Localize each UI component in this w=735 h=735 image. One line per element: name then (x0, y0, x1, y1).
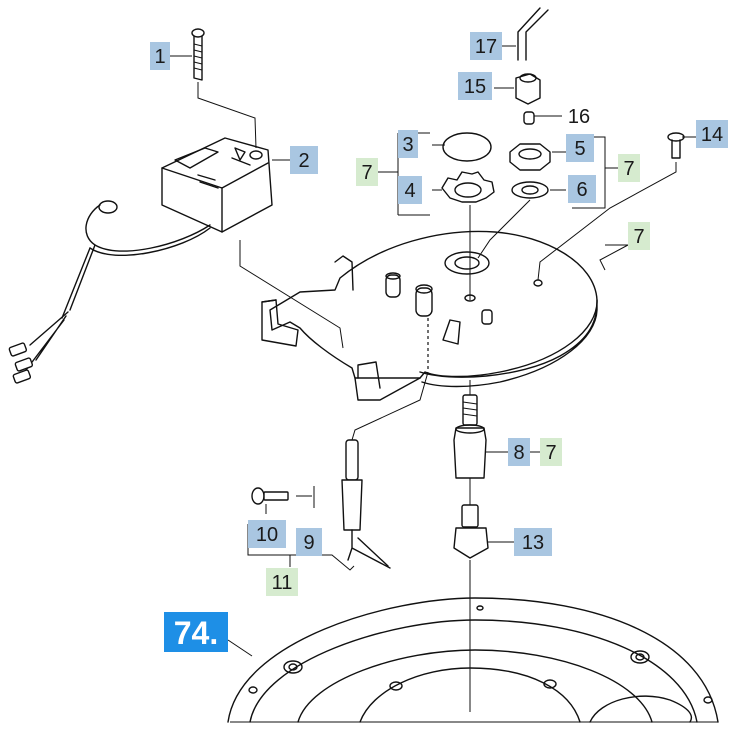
svg-text:10: 10 (256, 524, 278, 546)
nipple-16 (523, 111, 535, 125)
callout-5: 5 (566, 134, 594, 162)
control-module (8, 137, 344, 384)
screw-10 (251, 486, 315, 514)
washer-6 (511, 181, 549, 199)
callout-7-right: 7 (618, 154, 640, 182)
figure-badge-label: 74. (174, 615, 218, 651)
svg-text:8: 8 (513, 442, 524, 464)
svg-text:2: 2 (298, 150, 309, 172)
svg-text:7: 7 (633, 226, 644, 248)
callout-1-box (150, 42, 170, 70)
callout-1-label: 1 (154, 46, 165, 68)
svg-text:6: 6 (576, 179, 587, 201)
callout-8: 8 (508, 438, 530, 466)
callout-15: 15 (458, 72, 492, 100)
nozzle-holder-8 (453, 380, 487, 479)
svg-text:13: 13 (522, 532, 544, 554)
callout-7-left: 7 (356, 158, 378, 186)
callout-13: 13 (514, 528, 552, 556)
callout-14: 14 (696, 120, 728, 148)
svg-text:4: 4 (404, 180, 415, 202)
svg-text:14: 14 (701, 124, 723, 146)
svg-text:17: 17 (475, 36, 497, 58)
figure-badge: 74. (164, 612, 228, 652)
svg-text:11: 11 (272, 572, 293, 594)
callout-2: 2 (290, 146, 318, 174)
callout-10: 10 (248, 520, 286, 548)
callout-16: 16 (562, 102, 596, 130)
screw-1 (191, 28, 257, 149)
svg-text:9: 9 (303, 532, 314, 554)
mounting-plate (261, 230, 598, 401)
callout-1: 1 (150, 42, 170, 70)
svg-text:7: 7 (623, 158, 634, 180)
nut-15 (515, 73, 541, 105)
callout-6: 6 (568, 175, 596, 203)
tube-17 (517, 7, 549, 61)
svg-text:15: 15 (464, 76, 486, 98)
clip-ring-4 (441, 171, 495, 203)
svg-text:16: 16 (568, 106, 590, 128)
electrode-9 (341, 318, 429, 569)
callout-11: 11 (266, 568, 298, 596)
burner-housing (227, 597, 719, 723)
svg-text:5: 5 (574, 138, 585, 160)
callout-17: 17 (470, 32, 502, 60)
svg-text:7: 7 (545, 442, 556, 464)
callout-7-plate: 7 (628, 222, 650, 250)
callout-3: 3 (398, 130, 418, 158)
cover-disc-3 (442, 132, 492, 162)
nut-5 (509, 143, 551, 171)
svg-text:7: 7 (361, 162, 372, 184)
callout-4: 4 (398, 176, 422, 204)
nozzle-13 (453, 478, 489, 712)
callout-7-holder: 7 (540, 438, 562, 466)
svg-text:3: 3 (402, 134, 413, 156)
callout-9: 9 (296, 528, 322, 556)
